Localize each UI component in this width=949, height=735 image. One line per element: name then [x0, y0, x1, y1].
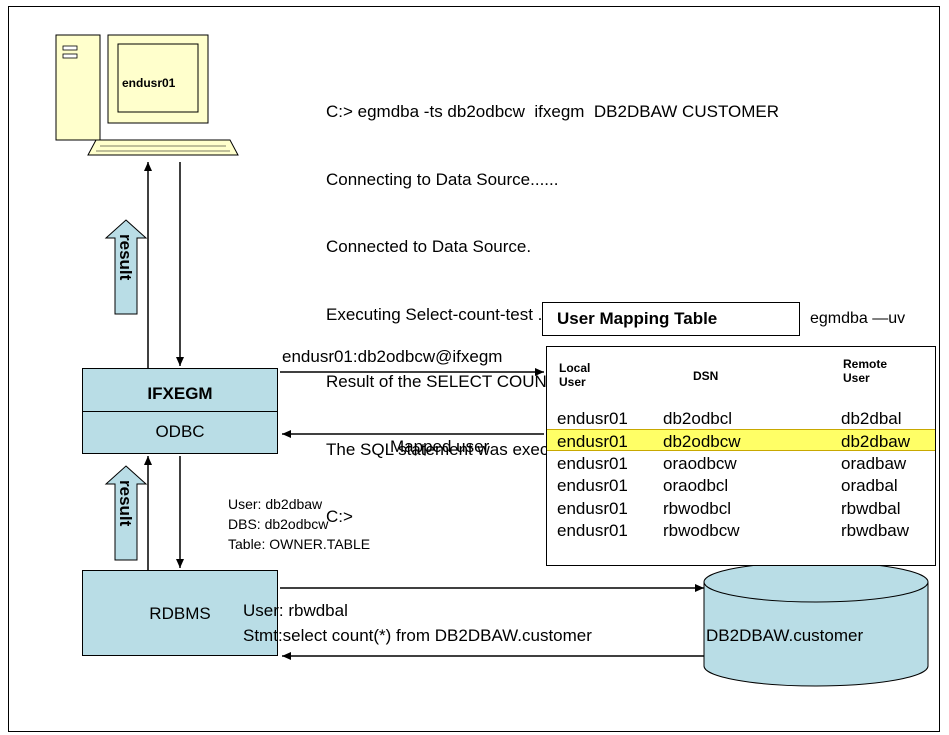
result-label-upper: result — [116, 234, 135, 281]
cell-dsn: oraodbcl — [663, 476, 729, 496]
header-local-line1: Local — [559, 361, 591, 375]
header-local-line2: User — [559, 375, 586, 389]
result-block-arrow-upper — [104, 219, 148, 315]
header-remote-line1: Remote — [843, 357, 888, 371]
workstation-label: endusr01 — [122, 76, 176, 90]
database-icon — [703, 561, 929, 687]
cell-remote-user: db2dbal — [841, 409, 902, 428]
cell-remote-user: rbwdbaw — [841, 521, 910, 540]
console-line: C:> — [326, 507, 353, 526]
header-dsn: DSN — [693, 369, 719, 383]
connection-info: User: db2dbaw DBS: db2odbcw Table: OWNER… — [228, 494, 370, 554]
cell-remote-user: oradbaw — [841, 453, 907, 473]
table-row: endusr01 db2odbcw db2dbaw — [547, 429, 935, 452]
mapping-table: Local User DSN Remote User endusr01 db2od… — [546, 346, 936, 566]
mapped-user-label: Mapped user — [390, 437, 490, 456]
console-line: C:> egmdba -ts db2odbcw ifxegm DB2DBAW C… — [326, 102, 780, 121]
connection-user: User: db2dbaw — [228, 496, 323, 512]
mapping-table-command: egmdba —uv — [810, 310, 906, 327]
connection-dbs: DBS: db2odbcw — [228, 516, 329, 532]
statement-query: Stmt:select count(*) from DB2DBAW.custom… — [243, 626, 592, 645]
result-label-lower: result — [116, 480, 135, 527]
cell-dsn: oraodbcw — [663, 453, 737, 473]
cell-local-user: endusr01 — [557, 409, 628, 428]
cell-remote-user: oradbal — [841, 476, 898, 496]
table-row: endusr01 db2odbcl db2dbal — [547, 407, 935, 429]
cell-dsn: rbwodbcw — [663, 521, 740, 540]
mapping-table-title: User Mapping Table — [542, 302, 800, 336]
table-row: endusr01 rbwodbcw rbwdbaw — [547, 519, 935, 541]
cell-local-user: endusr01 — [557, 432, 628, 452]
cell-local-user: endusr01 — [557, 453, 628, 473]
console-output: C:> egmdba -ts db2odbcw ifxegm DB2DBAW C… — [326, 56, 779, 574]
ifxegm-box: IFXEGM ODBC — [82, 368, 278, 454]
diagram-frame — [8, 6, 940, 732]
rdbms-box: RDBMS — [82, 570, 278, 656]
database-label: DB2DBAW.customer — [706, 626, 864, 645]
computer-icon — [55, 34, 239, 156]
cell-dsn: db2odbcl — [663, 409, 733, 428]
header-local-user: Local User — [559, 361, 590, 389]
ifxegm-title: IFXEGM — [83, 369, 277, 412]
console-line: Connecting to Data Source...... — [326, 169, 559, 189]
cell-local-user: endusr01 — [557, 476, 628, 496]
cell-local-user: endusr01 — [557, 521, 628, 540]
result-block-arrow-lower — [104, 465, 148, 561]
table-row: endusr01 oraodbcl oradbal — [547, 474, 935, 496]
header-remote-line2: User — [843, 371, 870, 385]
cell-local-user: endusr01 — [557, 498, 628, 518]
cell-remote-user: db2dbaw — [841, 432, 911, 452]
cell-dsn: db2odbcw — [663, 432, 741, 452]
connection-table: Table: OWNER.TABLE — [228, 536, 371, 552]
to-mapping-label: endusr01:db2odbcw@ifxegm — [282, 347, 503, 366]
table-row: endusr01 oraodbcw oradbaw — [547, 452, 935, 474]
odbc-label: ODBC — [155, 422, 205, 441]
table-row: endusr01 rbwodbcl rbwdbal — [547, 497, 935, 519]
statement-user: User: rbwdbal — [243, 601, 348, 620]
console-line: Connected to Data Source. — [326, 237, 532, 256]
cell-dsn: rbwodbcl — [663, 498, 732, 518]
cell-remote-user: rbwdbal — [841, 498, 901, 518]
statement-info: User: rbwdbal Stmt:select count(*) from … — [243, 598, 592, 648]
header-remote-user: Remote User — [843, 357, 887, 385]
